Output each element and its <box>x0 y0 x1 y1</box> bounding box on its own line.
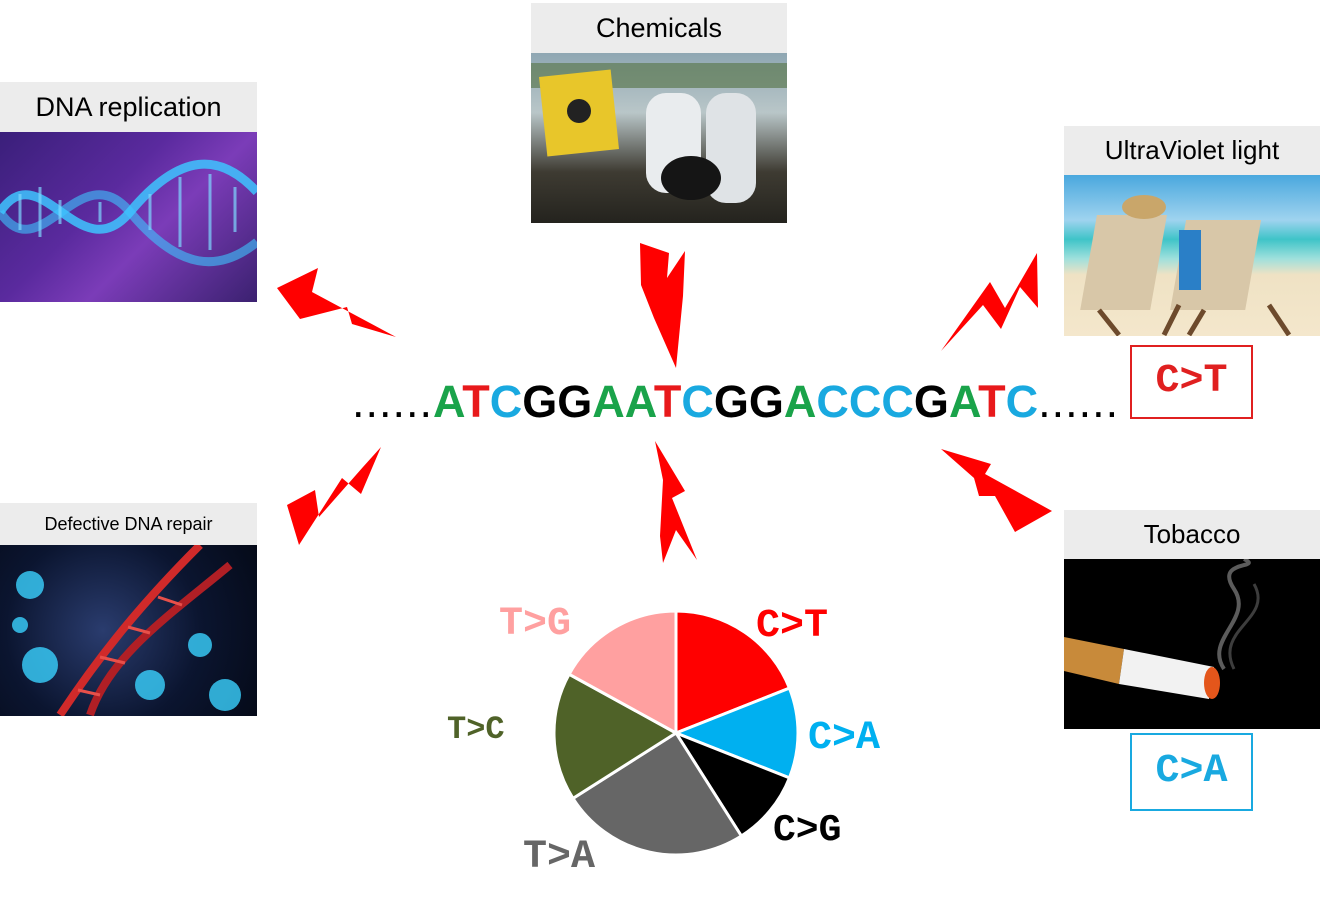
beach-chairs-image <box>1064 175 1320 336</box>
pie-slice <box>552 672 679 801</box>
tobacco-card: Tobacco <box>1064 510 1320 729</box>
dna-replication-title: DNA replication <box>0 82 257 132</box>
pie-slice <box>567 609 678 736</box>
lightning-bolts <box>277 243 1052 563</box>
bolt-dna-replication-icon <box>277 268 396 337</box>
base-G: G <box>913 376 949 427</box>
sequence-bases: ATCGGAATCGGACCCGATC <box>433 376 1038 427</box>
uv-light-title: UltraViolet light <box>1064 126 1320 175</box>
mutation-pie-chart: C>T C>A C>G T>A T>C T>G <box>447 602 880 880</box>
pie-slice <box>570 730 744 857</box>
base-C: C <box>848 376 882 427</box>
defective-repair-card: Defective DNA repair <box>0 503 257 716</box>
pie-label: T>G <box>499 602 571 647</box>
base-C: C <box>681 376 714 427</box>
sequence-prefix: ...... <box>352 376 434 427</box>
base-C: C <box>881 376 914 427</box>
base-A: A <box>948 376 979 427</box>
dna-helix-image <box>0 132 257 302</box>
base-C: C <box>1005 376 1039 427</box>
base-T: T <box>462 376 490 427</box>
base-A: A <box>433 376 463 427</box>
base-C: C <box>489 376 523 427</box>
pie-label: T>A <box>523 835 595 880</box>
base-G: G <box>713 376 749 427</box>
base-T: T <box>978 376 1006 427</box>
pie-label: T>C <box>447 711 505 748</box>
bolt-chemicals-pie-icon <box>655 441 697 563</box>
defective-repair-title: Defective DNA repair <box>0 503 257 545</box>
bolt-tobacco-icon <box>941 449 1052 532</box>
pie-label: C>T <box>756 604 828 649</box>
base-G: G <box>557 376 593 427</box>
base-T: T <box>653 376 682 427</box>
tobacco-signature-badge: C>A <box>1130 733 1253 811</box>
sequence-suffix: ...... <box>1038 376 1120 427</box>
pie-label: C>G <box>773 809 841 852</box>
pie-label: C>A <box>808 716 880 761</box>
bolt-chemicals-icon <box>640 243 685 368</box>
base-A: A <box>592 376 625 427</box>
bolt-uv-light-icon <box>941 253 1038 351</box>
base-G: G <box>522 376 558 427</box>
chemicals-title: Chemicals <box>531 3 787 53</box>
pie-slice <box>674 609 792 736</box>
base-A: A <box>783 376 817 427</box>
base-C: C <box>816 376 849 427</box>
dna-sequence: ......ATCGGAATCGGACCCGATC...... <box>352 372 1119 432</box>
damaged-dna-image <box>0 545 257 716</box>
toxic-cleanup-image <box>531 53 787 223</box>
tobacco-title: Tobacco <box>1064 510 1320 559</box>
base-A: A <box>624 376 654 427</box>
bolt-defective-repair-icon <box>287 447 381 545</box>
pie-slice <box>671 686 800 780</box>
cigarette-image <box>1064 559 1320 729</box>
uv-signature-badge: C>T <box>1130 345 1253 419</box>
base-G: G <box>748 376 784 427</box>
uv-light-card: UltraViolet light <box>1064 126 1320 336</box>
chemicals-card: Chemicals <box>531 3 787 223</box>
dna-replication-card: DNA replication <box>0 82 257 302</box>
